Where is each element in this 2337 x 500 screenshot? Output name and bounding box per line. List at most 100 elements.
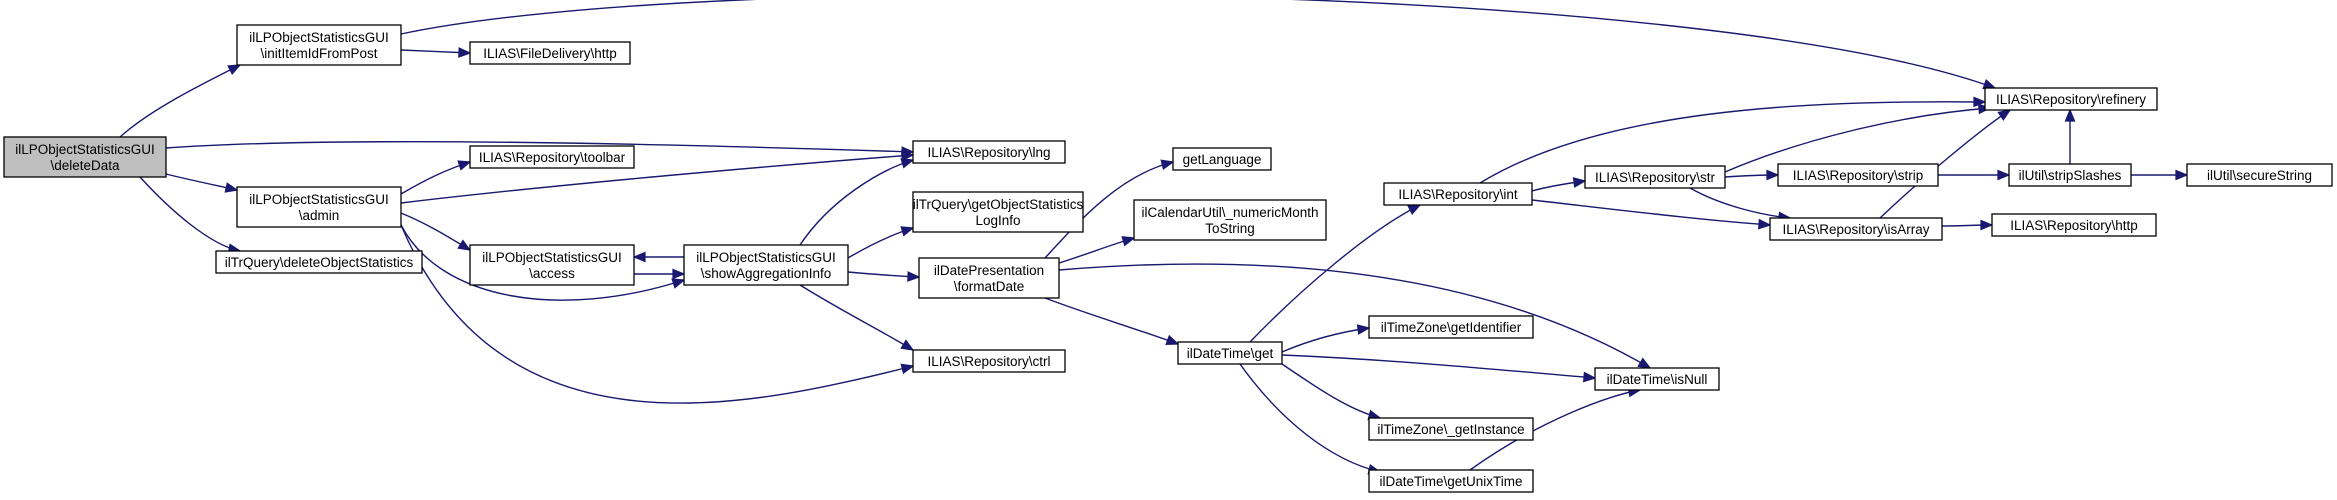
edge-showAggregationInfo-to-getObjectStatisticsLogInfo xyxy=(847,226,915,259)
edge-line xyxy=(1724,107,1991,173)
node-label-line: ilLPObjectStatisticsGUI xyxy=(249,30,389,45)
node-dateTimeGet[interactable]: ilDateTime\get xyxy=(1177,341,1283,365)
edge-line xyxy=(1058,263,1651,369)
edge-arrowhead xyxy=(672,268,686,280)
edge-line xyxy=(400,0,1996,89)
node-isArray[interactable]: ILIAS\Repository\isArray xyxy=(1769,217,1943,241)
node-box xyxy=(683,244,849,286)
nodes-layer: ilLPObjectStatisticsGUI\deleteData ilLPOb… xyxy=(3,24,2333,493)
edge-arrowhead xyxy=(1572,177,1587,188)
node-repoInt[interactable]: ILIAS\Repository\int xyxy=(1383,182,1533,206)
node-label-line: ilUtil\secureString xyxy=(2207,168,2312,183)
edge-arrowhead xyxy=(1766,169,1780,181)
node-label-line: ilUtil\stripSlashes xyxy=(2019,168,2122,183)
edge-root-to-initItemIdFromPost xyxy=(119,64,242,138)
edge-arrowhead xyxy=(1997,109,2012,121)
node-box xyxy=(1368,315,1534,339)
node-repoHttp[interactable]: ILIAS\Repository\http xyxy=(1991,213,2157,237)
edge-root-to-admin xyxy=(165,173,239,193)
node-label-line: \admin xyxy=(299,208,340,223)
edge-repoStr-to-refinery xyxy=(1724,103,1992,173)
edge-arrowhead xyxy=(2064,108,2076,122)
edge-root-to-deleteObjectStatistics xyxy=(139,176,242,255)
node-box xyxy=(215,250,423,274)
node-toolbar[interactable]: ILIAS\Repository\toolbar xyxy=(469,145,635,169)
node-label-line: ILIAS\Repository\int xyxy=(1398,187,1518,202)
node-getUnixTime[interactable]: ilDateTime\getUnixTime xyxy=(1368,469,1534,493)
node-showAggregationInfo[interactable]: ilLPObjectStatisticsGUI\showAggregationI… xyxy=(683,244,849,286)
node-getLanguage[interactable]: getLanguage xyxy=(1172,147,1272,171)
node-root[interactable]: ilLPObjectStatisticsGUI\deleteData xyxy=(3,136,167,178)
edge-arrowhead xyxy=(457,239,472,251)
edge-arrowhead xyxy=(900,339,915,351)
edge-line xyxy=(1879,109,2011,219)
node-box xyxy=(236,24,402,66)
node-label-line: LogInfo xyxy=(975,213,1020,228)
node-isNull[interactable]: ilDateTime\isNull xyxy=(1594,367,1720,391)
node-fileDeliveryHttp[interactable]: ILIAS\FileDelivery\http xyxy=(469,41,631,65)
node-box xyxy=(3,136,167,178)
node-label-line: ilLPObjectStatisticsGUI xyxy=(696,250,836,265)
node-box xyxy=(469,244,635,286)
node-label-line: ilLPObjectStatisticsGUI xyxy=(249,192,389,207)
node-getInstance[interactable]: ilTimeZone\_getInstance xyxy=(1368,417,1534,441)
node-box xyxy=(1383,182,1533,206)
edge-arrowhead xyxy=(1165,334,1180,346)
edge-line xyxy=(799,159,914,246)
node-label-line: ILIAS\Repository\ctrl xyxy=(927,354,1050,369)
edge-dateTimeGet-to-getIdentifier xyxy=(1281,324,1371,353)
node-secureString[interactable]: ilUtil\secureString xyxy=(2186,163,2333,187)
edge-line xyxy=(1044,161,1174,259)
node-box xyxy=(1172,147,1272,171)
edge-isArray-to-refinery xyxy=(1879,109,2012,219)
node-box xyxy=(1777,163,1939,187)
edge-line xyxy=(1239,363,1381,473)
node-box xyxy=(1769,217,1943,241)
edge-showAggregationInfo-to-lng xyxy=(799,158,915,246)
node-label-line: ilDateTime\get xyxy=(1187,346,1274,361)
edge-admin-to-toolbar xyxy=(400,160,472,195)
node-initItemIdFromPost[interactable]: ilLPObjectStatisticsGUI\initItemIdFromPo… xyxy=(236,24,402,66)
edge-arrowhead xyxy=(224,182,239,193)
node-stripSlashes[interactable]: ilUtil\stripSlashes xyxy=(2008,163,2132,187)
node-repoStr[interactable]: ILIAS\Repository\str xyxy=(1584,165,1726,189)
node-label-line: ILIAS\Repository\isArray xyxy=(1782,222,1929,237)
edge-initItemIdFromPost-to-fileDeliveryHttp xyxy=(400,47,472,58)
node-deleteObjectStatistics[interactable]: ilTrQuery\deleteObjectStatistics xyxy=(215,250,423,274)
edge-stripSlashes-to-secureString xyxy=(2131,169,2189,181)
edge-arrowhead xyxy=(227,64,242,76)
node-label-line: \initItemIdFromPost xyxy=(260,46,377,61)
node-box xyxy=(912,191,1084,233)
edge-line xyxy=(1058,237,1135,264)
edge-arrowhead xyxy=(1121,236,1136,247)
node-ctrl[interactable]: ILIAS\Repository\ctrl xyxy=(912,349,1066,373)
node-label-line: ilTimeZone\_getInstance xyxy=(1377,422,1524,437)
edge-line xyxy=(119,64,241,138)
node-label-line: ILIAS\Repository\lng xyxy=(927,145,1050,160)
edge-line xyxy=(1281,363,1381,419)
node-label-line: \access xyxy=(529,266,575,281)
edge-line xyxy=(1249,204,1421,343)
edge-repoStrip-to-stripSlashes xyxy=(1938,169,2011,181)
node-refinery[interactable]: ILIAS\Repository\refinery xyxy=(1984,87,2158,111)
edge-arrowhead xyxy=(900,158,915,169)
node-label-line: ilLPObjectStatisticsGUI xyxy=(482,250,622,265)
edge-line xyxy=(799,284,914,351)
node-access[interactable]: ilLPObjectStatisticsGUI\access xyxy=(469,244,635,286)
edge-arrowhead xyxy=(1582,371,1597,383)
edge-line xyxy=(165,140,914,153)
edge-arrowhead xyxy=(900,226,915,237)
node-label-line: ilTimeZone\getIdentifier xyxy=(1381,320,1522,335)
node-admin[interactable]: ilLPObjectStatisticsGUI\admin xyxy=(236,186,402,228)
node-box xyxy=(1984,87,2158,111)
node-lng[interactable]: ILIAS\Repository\lng xyxy=(912,140,1066,164)
node-getIdentifier[interactable]: ilTimeZone\getIdentifier xyxy=(1368,315,1534,339)
edge-showAggregationInfo-to-formatDate xyxy=(847,271,921,282)
node-box xyxy=(1368,417,1534,441)
node-formatDate[interactable]: ilDatePresentation\formatDate xyxy=(918,257,1060,299)
edge-dateTimeGet-to-getUnixTime xyxy=(1239,363,1382,475)
edge-formatDate-to-getLanguage xyxy=(1044,159,1175,259)
node-repoStrip[interactable]: ILIAS\Repository\strip xyxy=(1777,163,1939,187)
